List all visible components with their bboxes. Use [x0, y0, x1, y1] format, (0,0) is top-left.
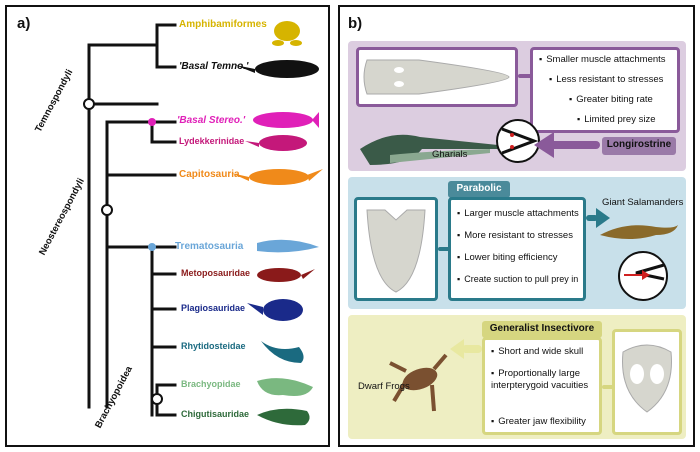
arrow-shaft: [544, 141, 600, 149]
generalist-skull-box: [612, 329, 682, 435]
brachyopid-silhouette: [257, 378, 313, 396]
chigutisaurid-silhouette: [257, 408, 310, 426]
plagiosaur-silhouette: [247, 299, 303, 321]
panel-a-label: a): [17, 15, 31, 32]
bullet-item: Short and wide skull: [491, 346, 583, 358]
taxon-label: Metoposauridae: [181, 268, 251, 278]
bullet-item: Greater jaw flexibility: [491, 416, 586, 428]
arrow-shaft: [462, 345, 482, 353]
taxon-label: Capitosauria: [179, 169, 240, 180]
giant-salamanders-caption: Giant Salamanders: [602, 197, 684, 208]
parabolic-skull-icon: [366, 209, 426, 293]
jaw-diagram-wide: [618, 251, 668, 301]
parabolic-skull-box: [354, 197, 438, 301]
taxon-label: Amphibamiformes: [179, 19, 267, 30]
connector-line: [518, 74, 534, 78]
arrow-shaft: [586, 215, 598, 221]
arrow-left-icon: [534, 132, 554, 158]
dwarf-frog-illustration: [389, 353, 448, 412]
parabolic-bullet-list: Larger muscle attachments More resistant…: [457, 208, 585, 298]
longirostrine-bullet-list: Smaller muscle attachments Less resistan…: [539, 54, 679, 134]
trematosaur-silhouette: [257, 239, 319, 253]
bullet-item: Smaller muscle attachments: [539, 54, 665, 66]
connector-line: [602, 385, 616, 389]
rhytidosteid-silhouette: [261, 341, 304, 363]
suction-jaw-icon: [624, 263, 665, 281]
bullet-item: Larger muscle attachments: [457, 208, 579, 220]
taxon-label: 'Basal Temno.': [179, 61, 249, 72]
lydekkerinid-silhouette: [245, 135, 307, 151]
tree-node: [148, 118, 156, 126]
taxon-label: Brachyopidae: [181, 379, 241, 389]
taxon-label: Trematosauria: [175, 241, 244, 252]
tree-node: [151, 393, 163, 405]
generalist-skull-icon: [622, 344, 672, 413]
dwarf-frogs-caption: Dwarf Frogs: [358, 381, 410, 392]
taxon-label: Chigutisauridae: [181, 409, 250, 419]
phylogeny-tree: [83, 21, 323, 426]
taxon-label: Rhytidosteidae: [181, 341, 246, 351]
bullet-item: Limited prey size: [577, 114, 655, 126]
connector-line: [438, 247, 450, 251]
jaw-diagram-narrow: [496, 119, 540, 163]
arrow-left-icon: [450, 339, 464, 359]
taxon-label: Plagiosauridae: [181, 303, 246, 313]
gharial-illustration: [360, 134, 498, 165]
narrow-jaw-icon: [501, 127, 539, 155]
panel-a-phylogeny: a): [5, 5, 330, 447]
capitosaur-silhouette: [231, 169, 323, 185]
generalist-tag: Generalist Insectivore: [482, 321, 602, 338]
basal-stereo-silhouette: [253, 112, 319, 128]
parabolic-bullets-box: Larger muscle attachments More resistant…: [448, 197, 586, 301]
tree-node: [83, 98, 95, 110]
generalist-section: Generalist Insectivore Short and wide sk…: [348, 315, 686, 439]
parabolic-tag: Parabolic: [448, 181, 510, 198]
metoposaur-silhouette: [257, 268, 315, 282]
generalist-bullets-box: Short and wide skull Proportionally larg…: [482, 337, 602, 435]
bullet-item: Lower biting efficiency: [457, 252, 557, 264]
taxon-label: Lydekkerinidae: [179, 136, 245, 146]
tree-node: [148, 243, 156, 251]
gharials-caption: Gharials: [432, 149, 468, 160]
panel-b-label: b): [348, 15, 363, 32]
longirostrine-skull-icon: [363, 59, 510, 95]
panel-b-skull-morphotypes: b) Smaller muscle attachments Less resis…: [338, 5, 695, 447]
parabolic-section: Parabolic Larger muscle attachments More…: [348, 177, 686, 309]
bullet-item: Greater biting rate: [569, 94, 653, 106]
taxon-label: 'Basal Stereo.': [177, 115, 246, 126]
longirostrine-skull-box: [356, 47, 518, 107]
arrow-right-icon: [596, 208, 610, 228]
bullet-item: Less resistant to stresses: [549, 74, 663, 86]
giant-salamander-illustration: [600, 225, 678, 239]
basal-temno-silhouette: [235, 60, 319, 78]
amphibamiform-silhouette: [272, 21, 302, 46]
bullet-item: Create suction to pull prey in: [457, 274, 578, 285]
longirostrine-section: Smaller muscle attachments Less resistan…: [348, 41, 686, 171]
tree-node: [101, 204, 113, 216]
longirostrine-bullets-box: Smaller muscle attachments Less resistan…: [530, 47, 680, 133]
generalist-bullet-list: Short and wide skull Proportionally larg…: [491, 346, 603, 432]
bullet-item: More resistant to stresses: [457, 230, 573, 242]
longirostrine-tag: Longirostrine: [602, 137, 676, 155]
bullet-item: Proportionally large interpterygoid vacu…: [491, 368, 595, 392]
